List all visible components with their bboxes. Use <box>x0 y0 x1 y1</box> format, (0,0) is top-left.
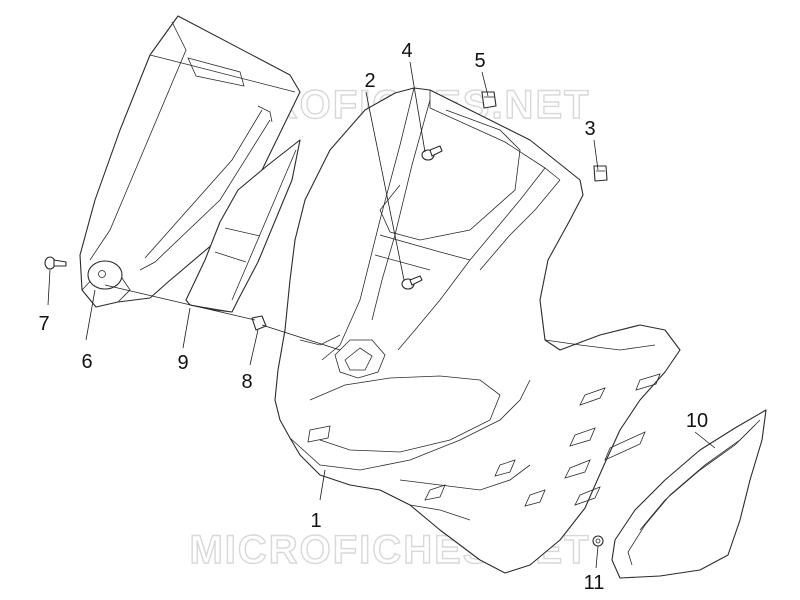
callout-7: 7 <box>38 313 49 335</box>
part-3-clip-nut <box>593 165 608 182</box>
part-6-mounting-plate <box>87 260 123 290</box>
callout-3: 3 <box>584 118 595 140</box>
part-2-screw <box>401 275 423 290</box>
part-11-washer <box>592 535 604 547</box>
part-1-vent-slots <box>307 373 661 507</box>
part-8-clip <box>251 315 267 331</box>
part-4-screw <box>421 145 443 161</box>
callout-9: 9 <box>177 352 188 374</box>
callout-2: 2 <box>364 70 375 92</box>
part-7-screw <box>44 256 67 270</box>
callout-4: 4 <box>401 40 412 62</box>
callout-10: 10 <box>686 410 708 432</box>
part-6-upper-cover <box>79 15 301 308</box>
part-1-front-shield <box>274 87 681 574</box>
callout-labels: 1 2 3 4 5 6 7 8 9 10 11 <box>38 40 708 594</box>
part-5-clip-nut <box>481 91 497 109</box>
callout-11: 11 <box>584 572 605 594</box>
callout-8: 8 <box>241 371 252 393</box>
callout-6: 6 <box>81 351 92 373</box>
part-10-side-shell <box>611 409 767 579</box>
callout-5: 5 <box>474 50 485 72</box>
callout-1: 1 <box>310 510 321 532</box>
leader-lines <box>47 61 716 569</box>
